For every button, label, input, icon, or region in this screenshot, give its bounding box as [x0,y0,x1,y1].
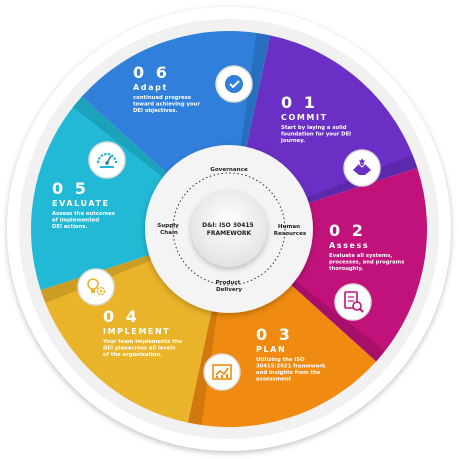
step-number: 0 3 [256,325,293,344]
document-search-icon [334,283,372,321]
chart-icon [203,353,241,391]
hub-dashed-orbit [172,172,286,286]
handshake-icon [343,149,381,187]
step-title: COMMIT [281,113,328,122]
gauge-icon [88,141,126,179]
step-number: 0 6 [133,63,170,82]
step-number: 0 5 [52,179,89,198]
lightbulb-gear-icon [77,268,115,306]
hub-label-bottom: Product Delivery [216,280,243,293]
step-title: EVALUATE [52,199,110,208]
step-title: Adapt [133,83,168,92]
step-number: 0 2 [329,221,366,240]
step-description: Evaluate all systems,processes, and prog… [329,253,404,272]
hub-core-circle [191,191,267,267]
hub-label-top: Governance [210,167,248,173]
hub-center-title: D&I: ISO 30415 FRAMEWORK [202,222,256,237]
step-number: 0 1 [281,93,318,112]
step-number: 0 4 [103,307,140,326]
step-title: IMPLEMENT [103,327,170,336]
step-title: Assess [329,241,369,250]
hub-label-right: Human Resources [274,224,307,237]
step-title: PLAN [256,345,286,354]
checkmark-icon [215,65,253,103]
hub-label-left: Supply Chain [157,223,181,236]
